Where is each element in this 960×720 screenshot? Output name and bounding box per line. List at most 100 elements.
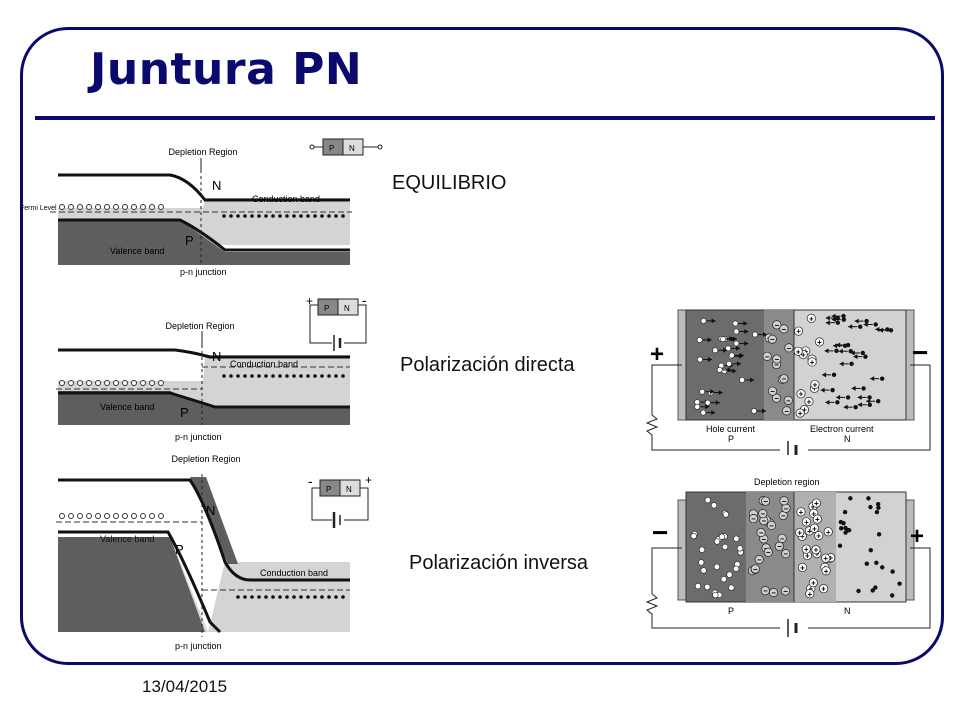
hole (722, 543, 729, 550)
junction-label: p-n junction (175, 432, 222, 442)
positive-ion (793, 346, 803, 356)
svg-text:+: + (809, 584, 814, 593)
svg-text:−: − (759, 529, 764, 538)
svg-text:−: − (780, 534, 785, 543)
symbol-minus: - (308, 473, 313, 489)
n-label: N (844, 434, 851, 444)
svg-text:+: + (800, 532, 805, 541)
depletion-region-label: Depletion Region (168, 147, 237, 157)
electron (842, 509, 848, 515)
hole (704, 583, 711, 591)
label-equilibrium: EQUILIBRIO (392, 172, 507, 194)
svg-text:+: + (805, 551, 810, 560)
svg-text:+: + (823, 554, 828, 563)
svg-text:+: + (815, 515, 820, 524)
battery-minus: − (652, 517, 668, 548)
hole-current-label: Hole current (706, 424, 756, 434)
label-forward-bias: Polarización directa (400, 354, 575, 376)
negative-ion (763, 547, 773, 557)
positive-ion (801, 517, 811, 527)
electron (838, 526, 844, 531)
negative-ion (771, 393, 782, 403)
negative-ion (781, 549, 791, 559)
positive-ion (801, 544, 811, 554)
positive-ion (796, 507, 806, 517)
svg-text:−: − (761, 510, 766, 519)
hole (700, 318, 707, 324)
hole (751, 408, 757, 414)
diode-symbol: P N (309, 138, 383, 156)
electron (889, 593, 895, 598)
n-label: N (844, 606, 851, 616)
svg-text:+: + (799, 508, 804, 517)
hole (728, 352, 735, 359)
svg-text:−: − (774, 394, 779, 403)
svg-text:−: − (787, 344, 792, 353)
svg-text:−: − (770, 387, 775, 396)
n-label: N (212, 349, 221, 364)
svg-text:−: − (782, 375, 787, 384)
svg-text:−: − (784, 504, 789, 513)
electron (888, 328, 894, 333)
hole (720, 336, 726, 343)
svg-text:+: + (807, 397, 812, 406)
svg-text:+: + (797, 528, 802, 537)
svg-text:+: + (811, 509, 816, 518)
hole (704, 497, 711, 504)
electron (853, 404, 858, 410)
battery-circuit-forward: P N + - (306, 295, 367, 351)
electron (874, 509, 880, 515)
electron (834, 348, 839, 354)
fermi-level-label: Fermi Level (20, 205, 57, 212)
positive-ion (794, 326, 804, 336)
electron (856, 588, 861, 594)
symbol-n: N (349, 144, 355, 153)
hole (736, 545, 744, 552)
svg-text:+: + (813, 380, 818, 389)
hole-row (59, 204, 164, 210)
symbol-p: P (326, 485, 331, 494)
svg-text:+: + (828, 554, 833, 563)
hole (720, 576, 727, 583)
junction-label: p-n junction (175, 641, 222, 651)
electron (868, 547, 873, 553)
electron (866, 496, 871, 501)
svg-text:+: + (811, 502, 816, 511)
svg-text:+: + (811, 579, 816, 588)
negative-ion (756, 528, 766, 538)
positive-ion (808, 578, 818, 588)
band-diagram-equilibrium: Depletion Region N Conduction band P Val… (20, 138, 383, 277)
svg-text:+: + (809, 314, 814, 323)
electron (873, 322, 878, 327)
electron (867, 395, 872, 400)
electron (831, 372, 837, 378)
positive-ion (796, 389, 806, 399)
carrier-diagram-forward: −−−−−−−−−−−−−− ++++++++++++++ + − Hole c… (645, 309, 931, 455)
hole (728, 584, 735, 591)
electron (868, 504, 873, 510)
electron (841, 317, 847, 322)
negative-ion (772, 354, 782, 364)
svg-text:−: − (763, 497, 768, 506)
negative-ion (783, 395, 793, 405)
depletion-region-label: Depletion region (754, 477, 820, 487)
electron (858, 324, 863, 329)
electron (873, 585, 878, 590)
positive-ion (810, 379, 820, 389)
valence-band-label: Valence band (110, 246, 164, 256)
hole (725, 345, 732, 352)
svg-text:−: − (784, 407, 789, 416)
slide-frame (20, 27, 944, 665)
negative-ion (767, 334, 777, 344)
valence-band-label: Valence band (100, 402, 154, 412)
positive-ion (814, 531, 824, 541)
electron (897, 581, 902, 586)
conduction-band-label: Conduction band (230, 359, 298, 369)
svg-text:−: − (774, 355, 779, 364)
negative-ion (782, 406, 792, 416)
electron (842, 343, 848, 348)
hole (733, 340, 740, 347)
junction-label: p-n junction (180, 267, 227, 277)
band-diagram-reverse: Depletion Region N Conduction band P Val… (56, 454, 372, 651)
n-label: N (212, 178, 221, 193)
